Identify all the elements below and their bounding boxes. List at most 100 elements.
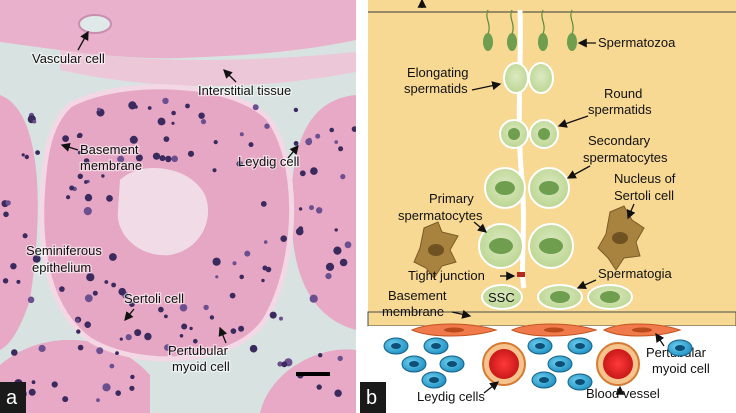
tissue-nucleus	[135, 154, 143, 162]
label-pertubular-a-1: Pertubular	[168, 343, 229, 358]
spermatozoon	[538, 33, 548, 51]
tight-junction-marker	[517, 272, 525, 277]
tissue-nucleus	[213, 140, 218, 145]
label-leydig-cell: Leydig cell	[238, 154, 300, 169]
panel-a: Vascular cell Interstitial tissue Baseme…	[0, 0, 356, 413]
interstitial-tissue-band	[60, 50, 356, 86]
elongating-spermatids	[503, 62, 554, 94]
tissue-nucleus	[92, 290, 98, 296]
label-seminiferous-2: epithelium	[32, 260, 91, 275]
tissue-nucleus	[21, 153, 25, 157]
label-elongating-1: Elongating	[407, 65, 468, 80]
tissue-nucleus	[212, 168, 217, 173]
label-tight-junction: Tight junction	[408, 268, 485, 283]
tissue-nucleus	[69, 185, 75, 191]
label-interstitial-tissue: Interstitial tissue	[198, 83, 291, 98]
tissue-nucleus	[159, 155, 166, 162]
tissue-nucleus	[109, 253, 117, 261]
tissue-nucleus	[293, 141, 299, 146]
tissue-nucleus	[230, 328, 237, 334]
label-spermatozoa: Spermatozoa	[598, 35, 676, 50]
elongating-spermatid	[528, 62, 554, 94]
blood-vessels	[482, 342, 640, 386]
tissue-nucleus	[232, 261, 237, 266]
tissue-nucleus	[134, 329, 142, 337]
tissue-nucleus	[200, 119, 207, 125]
tissue-nucleus	[22, 233, 28, 239]
tissue-nucleus	[83, 158, 90, 164]
tissue-nucleus	[158, 306, 164, 313]
label-round-1: Round	[604, 86, 642, 101]
tissue-nucleus	[84, 321, 91, 329]
tissue-nucleus	[339, 258, 348, 267]
tissue-nucleus	[16, 279, 21, 284]
tissue-nucleus	[334, 389, 342, 397]
tissue-nucleus	[309, 205, 314, 211]
tissue-nucleus	[117, 155, 125, 163]
label-basement-membrane-a-1: Basement	[80, 142, 139, 157]
tissue-nucleus	[164, 344, 171, 351]
tissue-nucleus	[181, 323, 188, 330]
tissue-nucleus	[315, 133, 321, 139]
tissue-nucleus	[299, 170, 306, 177]
tissue-nucleus	[27, 296, 35, 304]
leydig-nucleus	[539, 377, 549, 383]
tissue-nucleus	[325, 273, 332, 280]
tissue-nucleus	[101, 174, 105, 178]
tissue-nucleus	[203, 304, 209, 311]
tissue-nucleus	[337, 355, 343, 362]
tissue-nucleus	[129, 385, 135, 391]
tissue-nucleus	[3, 211, 9, 218]
arrow-leydig-cells	[483, 381, 500, 394]
spermatozoon	[483, 33, 493, 51]
leydig-nucleus	[535, 343, 545, 349]
interstitial-tissue-top	[0, 0, 356, 59]
tissue-nucleus	[76, 329, 81, 334]
tissue-nucleus	[147, 106, 152, 110]
tissue-nucleus	[84, 193, 93, 202]
panel-b-letter-box	[360, 382, 386, 413]
tissue-nucleus	[171, 110, 176, 116]
label-pertubular-b-2: myoid cell	[652, 361, 710, 376]
tissue-nucleus	[62, 135, 69, 143]
tissue-nucleus	[118, 287, 126, 296]
tissue-nucleus	[165, 155, 172, 163]
spermatozoon	[567, 33, 577, 51]
tissue-nucleus	[125, 334, 132, 341]
leydig-nucleus	[555, 361, 565, 367]
leydig-nucleus	[409, 361, 419, 367]
label-round-2: spermatids	[588, 102, 652, 117]
tissue-nucleus	[333, 246, 342, 255]
tissue-nucleus	[2, 278, 9, 284]
tissue-nucleus	[185, 103, 190, 109]
label-secondary-2: spermatocytes	[583, 150, 668, 165]
leydig-nucleus	[431, 343, 441, 349]
tissue-nucleus	[334, 140, 339, 144]
tissue-nucleus	[77, 150, 82, 155]
tissue-nucleus	[262, 265, 268, 271]
label-nucleus-sertoli-2: Sertoli cell	[614, 188, 674, 203]
tissue-nucleus	[115, 390, 121, 396]
tubule-bottom-right	[260, 349, 356, 413]
tissue-nucleus	[86, 273, 95, 282]
spermatozoa-group	[483, 9, 577, 51]
tissue-nucleus	[307, 137, 312, 142]
panel-a-letter-box	[0, 382, 26, 413]
tissue-nucleus	[66, 195, 71, 200]
tissue-nucleus	[338, 146, 344, 152]
tissue-nucleus	[212, 257, 221, 266]
tissue-nucleus	[239, 132, 244, 137]
label-secondary-1: Secondary	[588, 133, 651, 148]
tissue-nucleus	[244, 250, 251, 257]
tissue-nucleus	[260, 201, 267, 207]
tissue-nucleus	[171, 121, 175, 125]
tissue-nucleus	[75, 318, 80, 323]
tissue-nucleus	[10, 263, 17, 270]
tissue-nucleus	[280, 235, 288, 242]
tissue-nucleus	[189, 326, 193, 331]
tissue-nucleus	[119, 337, 123, 341]
tissue-nucleus	[193, 338, 198, 344]
arrow-pertubular-b	[655, 332, 665, 347]
tissue-nucleus	[236, 160, 243, 168]
tissue-nucleus	[316, 207, 323, 214]
